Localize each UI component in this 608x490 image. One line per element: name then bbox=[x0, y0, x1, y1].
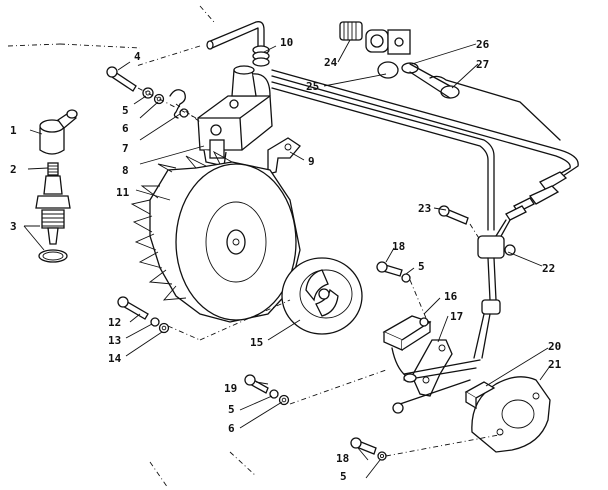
screw-23 bbox=[438, 205, 469, 225]
lock-washer bbox=[153, 93, 165, 105]
spark-plug-boot bbox=[39, 109, 78, 155]
washer bbox=[142, 87, 154, 99]
callout-21: 21 bbox=[548, 358, 562, 371]
callout-1: 1 bbox=[10, 124, 17, 137]
callout-20: 20 bbox=[548, 340, 561, 353]
callout-25: 25 bbox=[306, 80, 319, 93]
washer-5-bottom bbox=[377, 451, 387, 461]
module-washer-5 bbox=[401, 273, 411, 283]
callout-7: 7 bbox=[122, 142, 129, 155]
module-bracket bbox=[411, 339, 453, 397]
ignition-coil bbox=[197, 65, 273, 167]
terminal-connectors bbox=[495, 171, 568, 239]
screw-19 bbox=[244, 374, 269, 394]
callout-10: 10 bbox=[280, 36, 293, 49]
callout-16: 16 bbox=[444, 290, 458, 303]
callout-15: 15 bbox=[250, 336, 263, 349]
module-screw-18 bbox=[376, 261, 403, 277]
callout-17: 17 bbox=[450, 310, 463, 323]
callout-2: 2 bbox=[10, 163, 17, 176]
callout-26: 26 bbox=[476, 38, 490, 51]
screw-18-bottom bbox=[350, 437, 377, 455]
connector-27 bbox=[401, 62, 460, 99]
callout-6-coil: 6 bbox=[122, 122, 129, 135]
callout-8: 8 bbox=[122, 164, 129, 177]
leader-lines bbox=[23, 39, 551, 479]
coil-screw bbox=[106, 66, 137, 92]
callout-24: 24 bbox=[324, 56, 338, 69]
ignition-wire-harness bbox=[271, 69, 579, 231]
assembly-centerlines bbox=[7, 5, 505, 489]
stop-switch-assembly bbox=[339, 21, 411, 79]
ground-clip bbox=[169, 89, 189, 119]
bracket bbox=[267, 137, 301, 175]
callout-13: 13 bbox=[108, 334, 121, 347]
flywheel-screw bbox=[117, 296, 149, 320]
callout-11: 11 bbox=[116, 186, 130, 199]
switch-clip bbox=[464, 381, 496, 410]
callout-6-lower: 6 bbox=[228, 422, 235, 435]
callout-9: 9 bbox=[308, 155, 315, 168]
callout-labels: 1 2 3 4 5 5 5 5 6 6 7 8 9 10 11 12 13 14… bbox=[10, 36, 562, 483]
callout-18-bottom: 18 bbox=[336, 452, 349, 465]
callout-5-lower: 5 bbox=[228, 403, 235, 416]
callout-19: 19 bbox=[224, 382, 237, 395]
module-wire bbox=[391, 347, 481, 414]
callout-14: 14 bbox=[108, 352, 122, 365]
callout-12: 12 bbox=[108, 316, 121, 329]
callout-5-coil: 5 bbox=[122, 104, 129, 117]
flywheel-washer bbox=[150, 317, 160, 327]
callout-5-bottom: 5 bbox=[340, 470, 347, 483]
magneto-rotor bbox=[281, 257, 363, 335]
callout-27: 27 bbox=[476, 58, 489, 71]
callout-5-module: 5 bbox=[418, 260, 425, 273]
flywheel-lockwasher bbox=[158, 322, 170, 334]
backing-plate bbox=[471, 376, 551, 453]
callout-18-module: 18 bbox=[392, 240, 405, 253]
ignition-module bbox=[382, 315, 432, 352]
spark-plug bbox=[35, 162, 71, 263]
callout-23: 23 bbox=[418, 202, 431, 215]
callout-4: 4 bbox=[134, 50, 141, 63]
fuel-line-tube bbox=[206, 21, 270, 67]
flywheel bbox=[130, 150, 301, 323]
callout-22: 22 bbox=[542, 262, 555, 275]
callout-3: 3 bbox=[10, 220, 17, 233]
wire-grommet bbox=[473, 235, 516, 359]
